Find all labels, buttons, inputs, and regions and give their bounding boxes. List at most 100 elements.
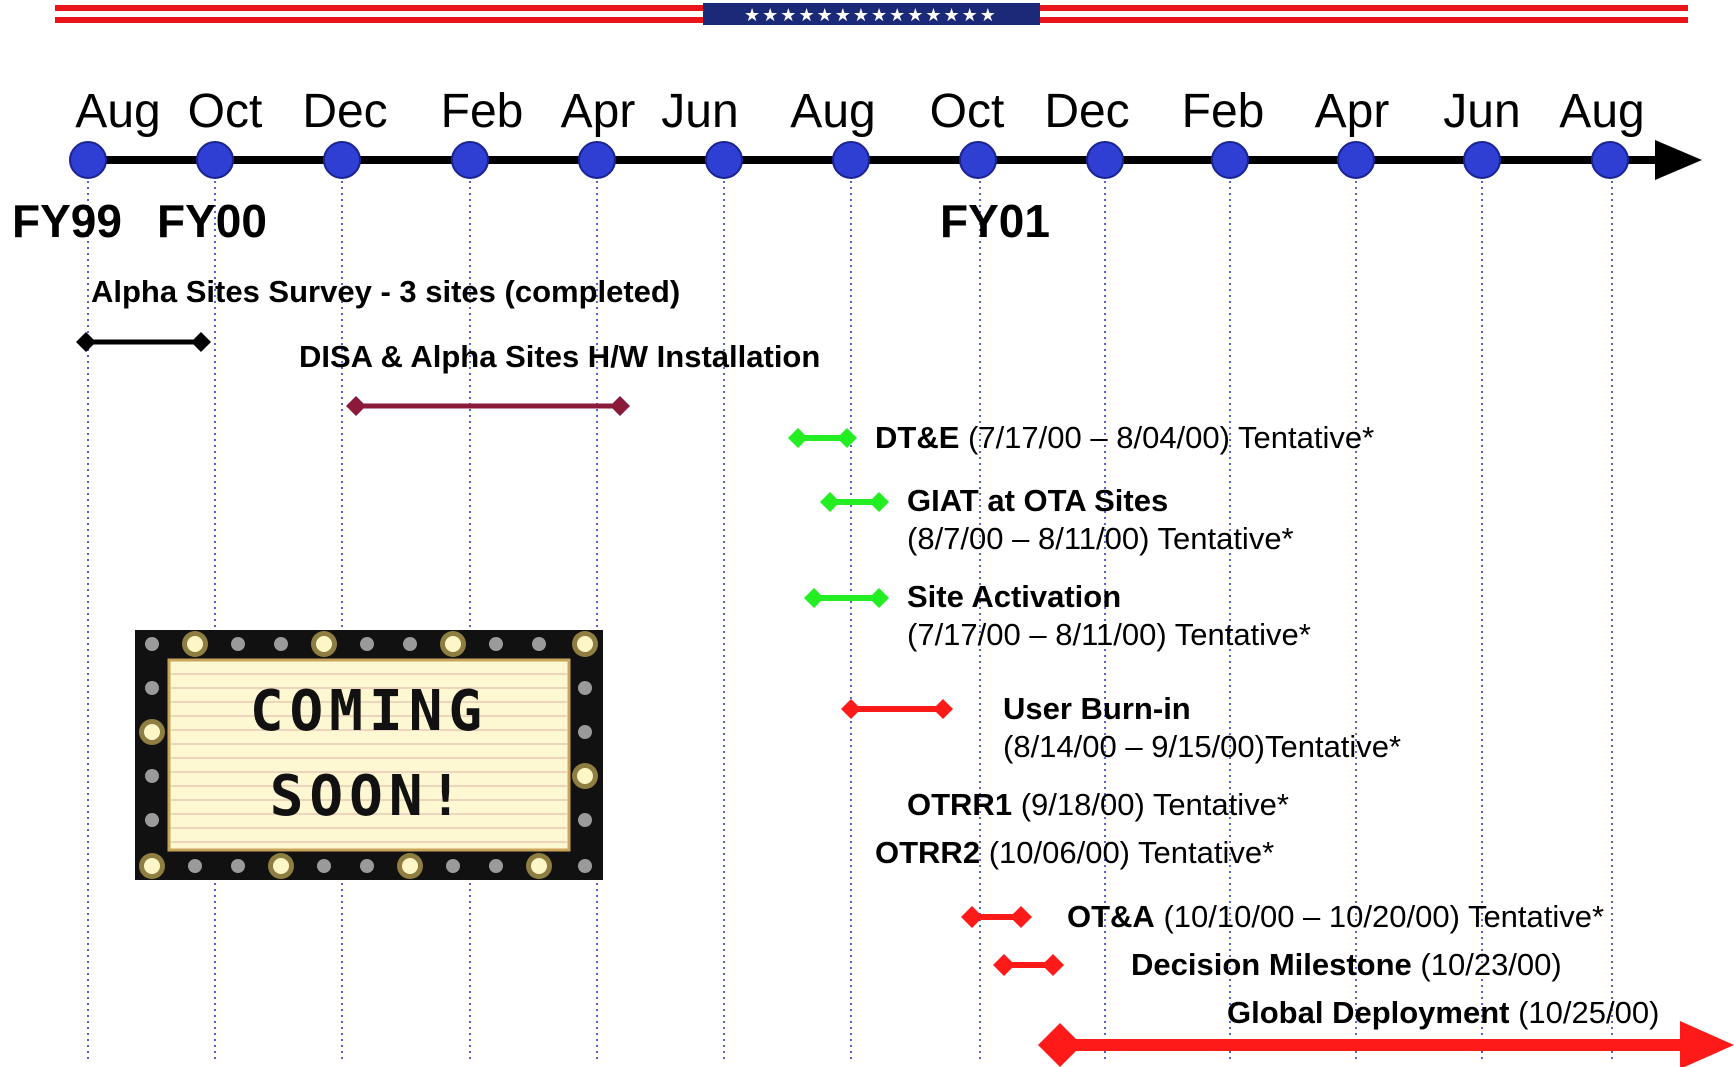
sign-line-2: SOON! [270, 764, 469, 829]
site-activation-title: Site Activation [907, 579, 1122, 614]
global-deployment-title: Global Deployment [1227, 995, 1510, 1030]
axis-arrowhead [1655, 140, 1702, 180]
fy99-label: FY99 [12, 195, 122, 247]
dte-dates: (7/17/00 – 8/04/00) Tentative* [959, 420, 1375, 455]
month-node-0 [69, 141, 107, 179]
month-node-3 [451, 141, 489, 179]
month-node-5 [705, 141, 743, 179]
coming-soon-sign: COMING SOON! [135, 630, 603, 880]
sign-line-1: COMING [250, 679, 488, 744]
site-activation-start-diamond [804, 588, 824, 608]
month-label-5: Jun [661, 85, 739, 138]
header-banner: ★★★★★★★★★★★★★★ [55, 3, 1688, 26]
global-deployment-arrowhead [1680, 1021, 1734, 1067]
ota-dates: (10/10/00 – 10/20/00) Tentative* [1154, 899, 1605, 934]
site-activation-dates: (7/17/00 – 8/11/00) Tentative* [907, 617, 1311, 652]
month-node-10 [1337, 141, 1375, 179]
month-node-9 [1211, 141, 1249, 179]
month-node-7 [959, 141, 997, 179]
global-deployment-start-diamond [1038, 1023, 1082, 1067]
sign-bulb-25 [145, 813, 159, 827]
banner-stripe-right-top [1040, 5, 1688, 11]
otrr1-title: OTRR1 [907, 787, 1013, 822]
sign-bulbs [139, 631, 598, 879]
month-label-1: Oct [187, 85, 263, 138]
sign-panel-lines [171, 673, 567, 843]
disa-install-title: DISA & Alpha Sites H/W Installation [299, 339, 821, 374]
sign-bulb-17 [402, 858, 418, 874]
site-activation-end-diamond [869, 588, 889, 608]
alpha-survey-end-diamond [191, 332, 211, 352]
month-label-2: Dec [302, 85, 388, 138]
sign-panel [167, 658, 571, 852]
decision-milestone-date: (10/23/00) [1411, 947, 1562, 982]
sign-bulb-2 [231, 637, 245, 651]
fy01-label: FY01 [940, 195, 1050, 247]
sign-bulb-8 [489, 637, 503, 651]
banner-stripe-right-bottom [1040, 17, 1688, 23]
month-label-4: Apr [560, 85, 636, 138]
alpha-survey-title: Alpha Sites Survey - 3 sites (completed) [91, 274, 681, 309]
month-label-10: Apr [1314, 85, 1390, 138]
decision-milestone-title: Decision Milestone [1131, 947, 1412, 982]
sign-bulb-7 [445, 636, 461, 652]
month-node-8 [1086, 141, 1124, 179]
dte-end-diamond [837, 428, 857, 448]
sign-bulb-4 [316, 636, 332, 652]
sign-bulb-24 [145, 769, 159, 783]
otrr2-label: OTRR2 (10/06/00) Tentative* [875, 837, 1274, 868]
sign-bulb-15 [317, 859, 331, 873]
sign-bulb-21 [578, 859, 592, 873]
sign-bulb-12 [188, 859, 202, 873]
ota-title: OT&A [1067, 899, 1155, 934]
month-node-12 [1591, 141, 1629, 179]
disa-install-start-diamond [346, 396, 366, 416]
sign-bulb-1 [187, 636, 203, 652]
banner-star-field [703, 3, 1040, 25]
disa-install-end-diamond [610, 396, 630, 416]
sign-bulb-20 [531, 858, 547, 874]
sign-bulb-11 [144, 858, 160, 874]
user-burnin-start-diamond [841, 699, 861, 719]
disa-install-label: DISA & Alpha Sites H/W Installation [299, 341, 820, 372]
month-node-11 [1463, 141, 1501, 179]
banner-stripe-left-top [55, 5, 703, 11]
sign-bulb-3 [274, 637, 288, 651]
otrr1-date: (9/18/00) Tentative* [1012, 787, 1289, 822]
ota-end-diamond [1010, 906, 1032, 928]
sign-bulb-29 [578, 813, 592, 827]
alpha-survey-start-diamond [76, 332, 96, 352]
giat-start-diamond [820, 492, 840, 512]
dte-title: DT&E [875, 420, 960, 455]
sign-bulb-16 [360, 859, 374, 873]
alpha-survey-label: Alpha Sites Survey - 3 sites (completed) [91, 276, 680, 307]
user-burnin-end-diamond [933, 699, 953, 719]
sign-bulb-5 [360, 637, 374, 651]
sign-bulb-26 [578, 681, 592, 695]
sign-bulb-27 [578, 725, 592, 739]
giat-title: GIAT at OTA Sites [907, 483, 1169, 518]
month-label-7: Oct [929, 85, 1005, 138]
global-deployment-label: Global Deployment (10/25/00) [1227, 997, 1659, 1028]
decision-milestone-label: Decision Milestone (10/23/00) [1131, 949, 1562, 980]
month-node-1 [196, 141, 234, 179]
decision-milestone-end-diamond [1042, 954, 1064, 976]
banner-stripe-left-bottom [55, 17, 703, 23]
month-label-9: Feb [1181, 85, 1265, 138]
month-nodes [69, 141, 1629, 179]
sign-bulb-9 [532, 637, 546, 651]
sign-bulb-14 [273, 858, 289, 874]
month-label-6: Aug [790, 85, 876, 138]
sign-bulb-19 [489, 859, 503, 873]
otrr1-label: OTRR1 (9/18/00) Tentative* [907, 789, 1289, 820]
fy00-label: FY00 [157, 195, 267, 247]
month-label-8: Dec [1044, 85, 1130, 138]
global-deployment-date: (10/25/00) [1509, 995, 1660, 1030]
month-node-4 [578, 141, 616, 179]
ota-label: OT&A (10/10/00 – 10/20/00) Tentative* [1067, 901, 1604, 932]
sign-bulb-0 [145, 637, 159, 651]
month-label-0: Aug [75, 85, 161, 138]
user-burnin-dates: (8/14/00 – 9/15/00)Tentative* [1003, 729, 1402, 764]
